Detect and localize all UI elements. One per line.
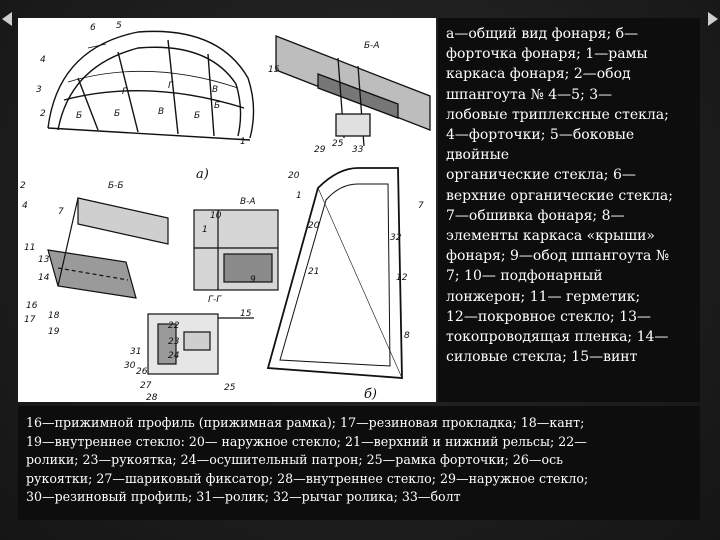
- canopy-dome: [47, 30, 255, 141]
- callout-number: 11: [24, 243, 35, 253]
- legend-line: лобовые триплексные стекла;: [446, 106, 669, 123]
- legend-line: 7—обшивка фонаря; 8—: [446, 207, 625, 224]
- callout-number: 31: [130, 347, 141, 357]
- next-slide-arrow-icon[interactable]: [708, 12, 718, 26]
- legend-line: токопроводящая пленка; 14—: [446, 329, 669, 346]
- latch-mechanism: [147, 313, 254, 375]
- callout-number: 3: [36, 85, 42, 95]
- section-va: [193, 209, 279, 291]
- callout-number: 33: [352, 145, 364, 155]
- view-b-label: б): [364, 387, 377, 402]
- callout-number: 15: [268, 65, 280, 75]
- callout-number: 4: [22, 201, 28, 211]
- legend-line: лонжерон; 11— герметик;: [446, 288, 641, 305]
- callout-number: 27: [140, 381, 152, 391]
- section-va-label: В-А: [240, 197, 256, 207]
- zone-label: Б: [114, 109, 120, 119]
- callout-number: 22: [168, 321, 180, 331]
- callout-number: 20: [288, 171, 300, 181]
- callout-number: 14: [38, 273, 50, 283]
- legend-line: а—общий вид фонаря; б—: [446, 26, 639, 42]
- legend-line: 12—покровное стекло; 13—: [446, 308, 652, 325]
- callout-number: 7: [418, 201, 424, 211]
- callout-number: 15: [240, 309, 252, 319]
- legend-bottom-panel: 16—прижимной профиль (прижимная рамка); …: [18, 406, 700, 520]
- callout-number: 17: [24, 315, 36, 325]
- legend-line: верхние органические стекла;: [446, 187, 673, 204]
- zone-label: Г: [122, 87, 128, 97]
- callout-number: 12: [396, 273, 408, 283]
- vent-window-frame: [266, 167, 403, 379]
- legend-line: ролики; 23—рукоятка; 24—осушительный пат…: [26, 452, 564, 467]
- callout-number: 19: [48, 327, 60, 337]
- legend-right-panel: а—общий вид фонаря; б— форточка фонаря; …: [438, 18, 700, 402]
- legend-line: 4—форточки; 5—боковые: [446, 127, 635, 144]
- zone-label: Б: [214, 101, 220, 111]
- prev-slide-arrow-icon[interactable]: [2, 12, 12, 26]
- section-bb: [47, 197, 169, 299]
- callout-number: 32: [390, 233, 402, 243]
- callout-number: 26: [136, 367, 148, 377]
- callout-number: 4: [40, 55, 46, 65]
- section-ba: [275, 35, 431, 147]
- callout-number: 25: [224, 383, 236, 393]
- legend-line: каркаса фонаря; 2—обод: [446, 66, 631, 83]
- legend-line: 16—прижимной профиль (прижимная рамка); …: [26, 415, 585, 430]
- callout-number: 21: [308, 267, 319, 277]
- callout-number: 9: [250, 275, 256, 285]
- legend-line: 30—резиновый профиль; 31—ролик; 32—рычаг…: [26, 489, 461, 504]
- callout-number: 28: [146, 393, 158, 402]
- legend-line: силовые стекла; 15—винт: [446, 349, 638, 366]
- view-a-label: а): [196, 167, 209, 182]
- zone-label: Б: [76, 111, 82, 121]
- callout-number: 18: [48, 311, 60, 321]
- zone-label: В: [158, 107, 164, 117]
- legend-line: форточка фонаря; 1—рамы: [446, 46, 648, 63]
- callout-number: 7: [58, 207, 64, 217]
- legend-line: двойные: [446, 147, 510, 164]
- callout-number: 10: [210, 211, 222, 221]
- legend-line: шпангоута № 4—5; 3—: [446, 86, 613, 103]
- callout-number: 2: [40, 109, 46, 119]
- legend-line: элементы каркаса «крыши»: [446, 228, 655, 245]
- zone-label: В: [212, 85, 218, 95]
- callout-number: 13: [38, 255, 50, 265]
- callout-number: 5: [116, 21, 122, 31]
- callout-number: 29: [314, 145, 326, 155]
- callout-number: 1: [202, 225, 208, 235]
- legend-line: рукоятки; 27—шариковый фиксатор; 28—внут…: [26, 470, 589, 486]
- callout-number: 6: [90, 23, 96, 33]
- section-gg-label: Г-Г: [208, 295, 222, 305]
- callout-number: 30: [124, 361, 136, 371]
- zone-label: Г: [168, 81, 174, 91]
- callout-number: 1: [240, 137, 246, 147]
- callout-number: 8: [404, 331, 410, 341]
- callout-number: 20: [308, 221, 320, 231]
- callout-number: 23: [168, 337, 180, 347]
- callout-number: 24: [168, 351, 180, 361]
- zone-label: Б: [194, 111, 200, 121]
- legend-line: 19—внутреннее стекло: 20— наружное стекл…: [26, 433, 587, 449]
- legend-line: фонаря; 9—обод шпангоута №: [446, 248, 670, 265]
- callout-number: 1: [296, 191, 302, 201]
- legend-line: органические стекла; 6—: [446, 167, 636, 184]
- callout-number: 25: [332, 139, 344, 149]
- callout-number: 2: [20, 181, 26, 191]
- legend-line: 7; 10— подфонарный: [446, 268, 603, 285]
- section-aa-label: Б-А: [364, 41, 380, 51]
- callout-number: 16: [26, 301, 38, 311]
- section-bb-label: Б-Б: [108, 181, 124, 191]
